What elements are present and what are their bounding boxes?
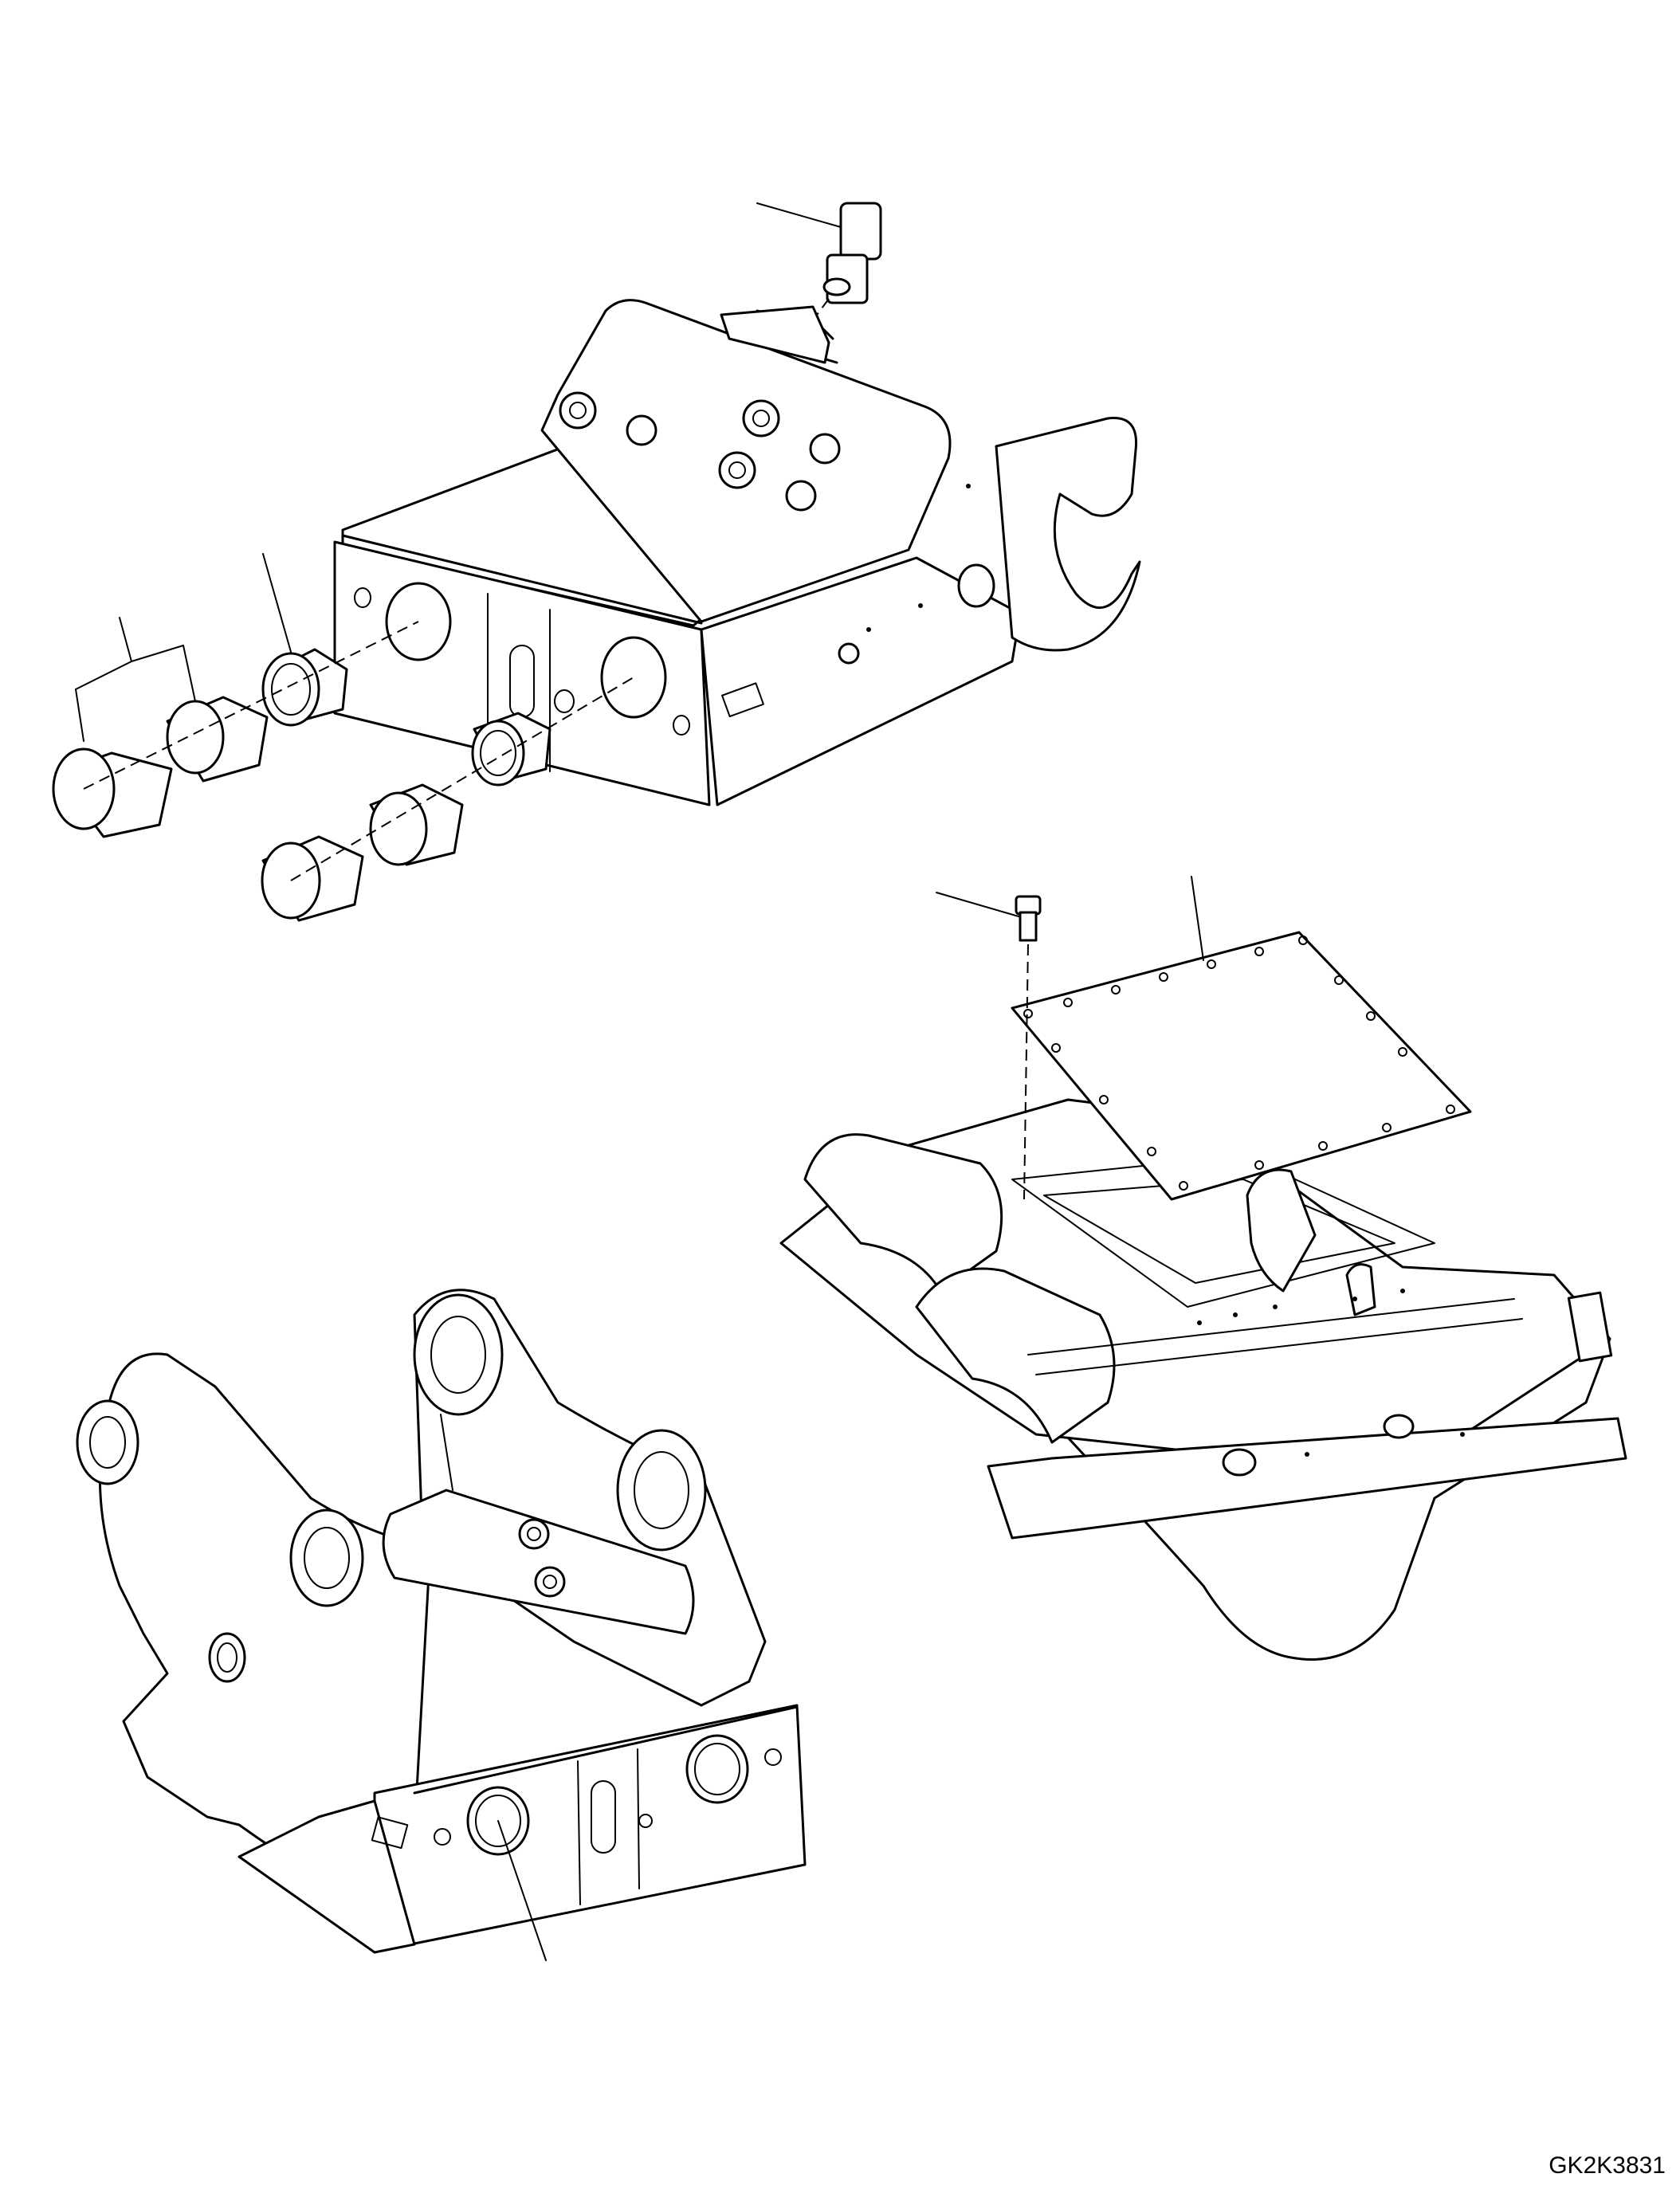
coupler-frame-right bbox=[779, 1098, 1627, 1661]
leader-line-bushing-branch bbox=[131, 645, 184, 662]
coupler-body-bottom bbox=[76, 1289, 807, 1954]
centerline-fitting bbox=[816, 298, 830, 316]
leader-line-bolt bbox=[936, 892, 1019, 917]
coupler-body-top bbox=[333, 299, 1141, 806]
centerline-bushings-lower bbox=[290, 677, 634, 881]
leader-line-bottom-bore bbox=[497, 1820, 547, 1961]
centerline-bolt bbox=[1023, 944, 1029, 1200]
leader-line-bottom-top bbox=[440, 1414, 453, 1491]
drawing-code-label: GK2K3831 bbox=[1549, 2152, 1666, 2179]
bushing-2-face bbox=[166, 700, 225, 775]
centerline-bushings-upper bbox=[83, 621, 419, 790]
leader-line-bushing-branch-2 bbox=[183, 645, 196, 702]
fitting-pin bbox=[822, 202, 882, 304]
bolt bbox=[1015, 895, 1042, 942]
leader-line-cover-plate bbox=[1191, 876, 1204, 961]
leader-line-bushing-single bbox=[262, 553, 292, 653]
leader-line-fitting bbox=[756, 202, 842, 228]
bushing-5-face bbox=[369, 791, 428, 866]
leader-line-bushing-pair bbox=[75, 617, 132, 742]
